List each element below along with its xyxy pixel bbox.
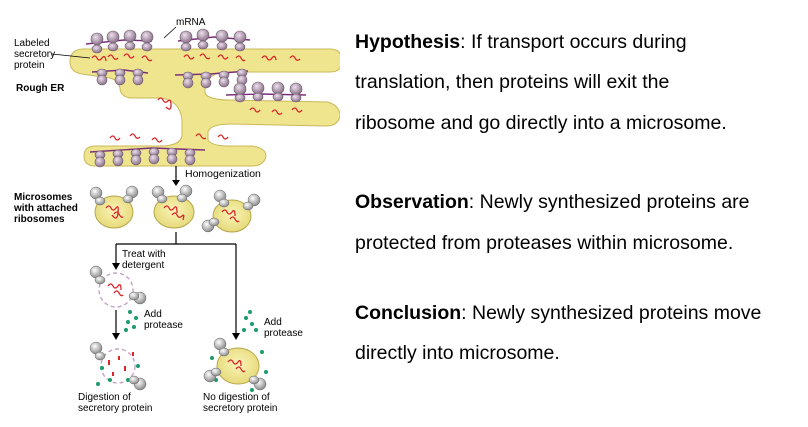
detergent-label-2: detergent: [122, 260, 164, 271]
homogenization-step: Homogenization: [172, 166, 261, 186]
add-protease-right-2: protease: [264, 328, 303, 339]
microsomes-label-3: ribosomes: [14, 214, 65, 225]
hypothesis-line-3: ribosome and go directly into a microsom…: [355, 112, 727, 134]
rough-er-label: Rough ER: [16, 83, 65, 94]
microsomes-label-1: Microsomes: [14, 192, 73, 203]
left-protease-arrowhead: [112, 333, 120, 340]
observation-line-1: Observation: Newly synthesized proteins …: [355, 192, 750, 212]
hypothesis-text-1: : If transport occurs during: [460, 31, 687, 53]
hypothesis-heading: Hypothesis: [355, 31, 461, 53]
disrupted-microsome: [89, 265, 147, 308]
conclusion-text-1: : Newly synthesized proteins move: [461, 302, 762, 324]
microsome-2: [151, 184, 195, 229]
detergent-label-1: Treat with: [122, 249, 166, 260]
protected-microsome: [203, 337, 268, 392]
microsomes-label: Microsomes with attached ribosomes: [13, 192, 78, 225]
digestion-label-2: secretory protein: [78, 403, 152, 414]
observation-line-2: protected from proteases within microsom…: [355, 232, 734, 254]
microsome-1: [89, 185, 139, 229]
add-protease-left-2: protease: [144, 320, 183, 331]
protease-dots-right: [242, 310, 258, 332]
hypothesis-line-1: Hypothesis: If transport occurs during: [355, 32, 687, 52]
digested-microsome: [89, 341, 147, 391]
labeled-protein-label-1: Labeled: [14, 38, 50, 49]
microsomes-label-2: with attached: [13, 203, 78, 214]
detergent-arrowhead: [112, 263, 120, 270]
no-digestion-label-1: No digestion of: [203, 392, 270, 403]
split-connector: [115, 232, 237, 334]
mrna-label: mRNA: [176, 17, 206, 28]
right-branch-arrowhead: [232, 333, 240, 340]
homogenization-label: Homogenization: [185, 168, 261, 180]
conclusion-heading: Conclusion: [355, 302, 462, 324]
microsome-3: [201, 189, 261, 233]
labeled-protein-label-3: protein: [14, 60, 45, 71]
er-proteins: [91, 53, 303, 143]
conclusion-line-2: directly into microsome.: [355, 342, 560, 364]
text-panel: Hypothesis: If transport occurs during t…: [355, 0, 800, 422]
digestion-label-1: Digestion of: [78, 392, 131, 403]
rough-er: [69, 48, 343, 167]
microsome-experiment-diagram: mRNA Labeled secretory protein Rough ER …: [0, 0, 343, 422]
er-ribosomes: [90, 28, 303, 168]
er-labels: mRNA Labeled secretory protein Rough ER: [14, 17, 206, 94]
add-protease-right-1: Add: [264, 317, 282, 328]
conclusion-line-1: Conclusion: Newly synthesized proteins m…: [355, 303, 761, 323]
no-digestion-label-2: secretory protein: [203, 403, 277, 414]
protease-dots-left: [124, 310, 138, 332]
labeled-protein-label-2: secretory: [14, 49, 55, 60]
observation-heading: Observation: [355, 191, 469, 213]
add-protease-left-1: Add: [144, 309, 162, 320]
hypothesis-line-2: translation, then proteins will exit the: [355, 71, 670, 93]
observation-text-1: : Newly synthesized proteins are: [468, 191, 750, 213]
